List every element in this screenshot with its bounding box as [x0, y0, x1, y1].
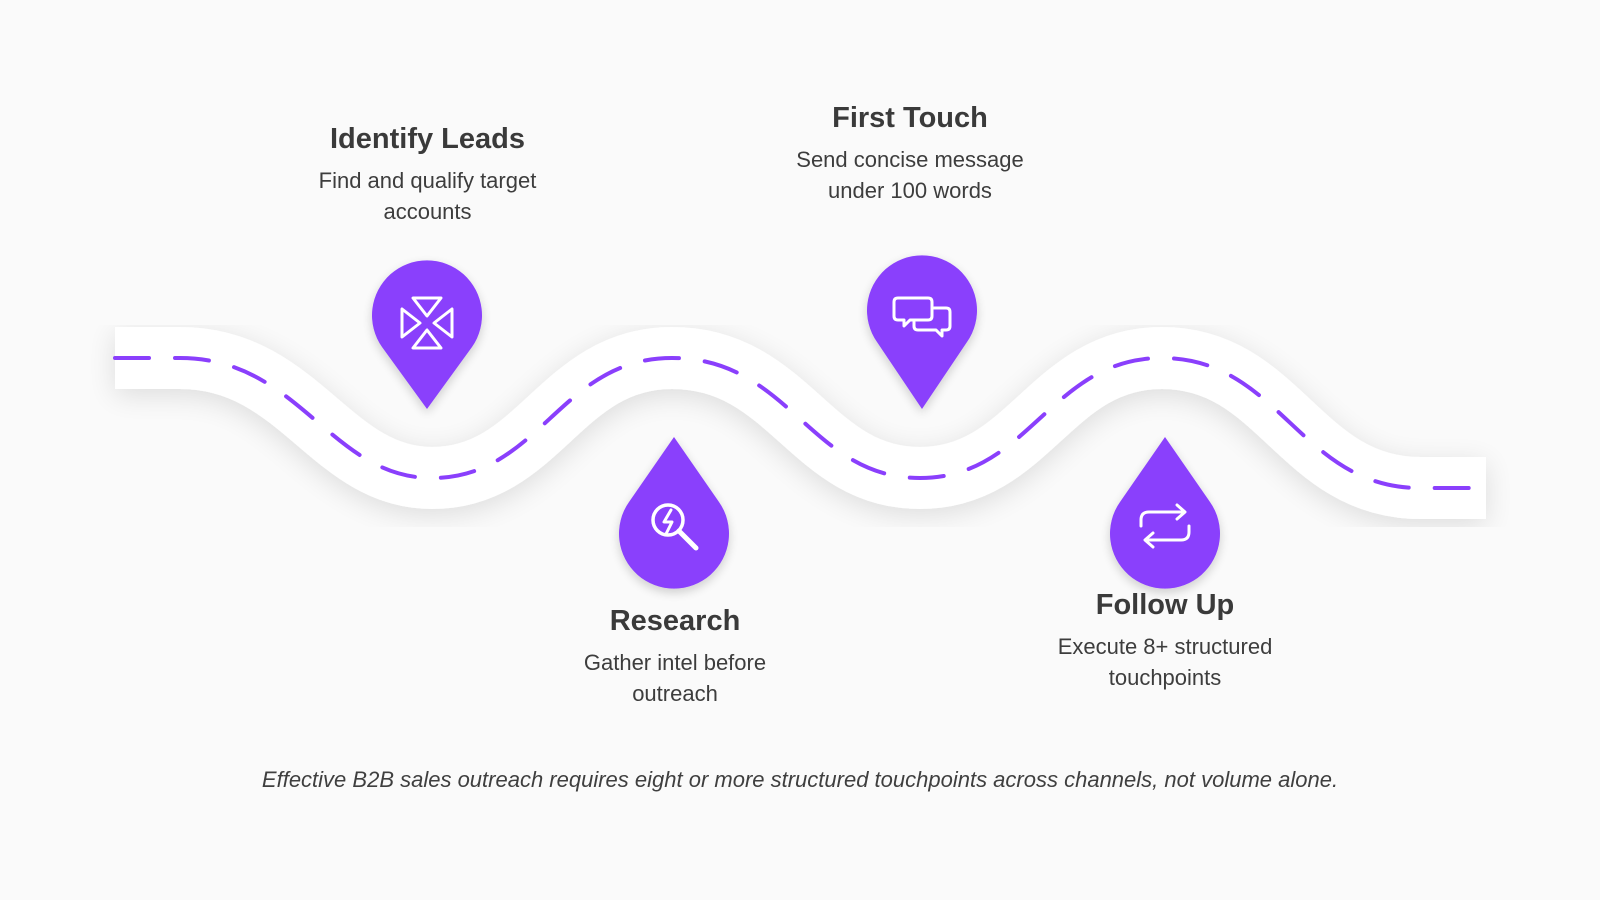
step-description: Send concise message under 100 words	[796, 147, 1024, 203]
step-description: Find and qualify target accounts	[318, 168, 537, 224]
road-band	[115, 326, 1486, 519]
magnify-bolt-icon	[651, 503, 699, 551]
step-title: Identify Leads	[330, 123, 525, 155]
step-follow-up: Follow Up Execute 8+ structured touchpoi…	[1040, 587, 1290, 693]
repeat-arrows-icon	[1139, 503, 1191, 549]
road-center-dashes	[113, 355, 1488, 490]
pin-first-touch	[867, 255, 977, 409]
step-identify-leads: Identify Leads Find and qualify target a…	[300, 121, 555, 227]
step-first-touch: First Touch Send concise message under 1…	[780, 100, 1040, 206]
step-title: Follow Up	[1095, 589, 1235, 621]
footnote: Effective B2B sales outreach requires ei…	[261, 767, 1339, 792]
pin-follow-up	[1110, 437, 1220, 589]
step-research: Research Gather intel before outreach	[540, 603, 810, 709]
pin-identify-leads	[372, 260, 482, 409]
step-description: Gather intel before outreach	[583, 650, 767, 706]
step-title: Research	[609, 605, 741, 637]
step-description: Execute 8+ structured touchpoints	[1057, 634, 1273, 690]
step-title: First Touch	[832, 102, 988, 134]
chat-bubbles-icon	[892, 296, 952, 338]
arrows-converge-icon	[400, 296, 454, 350]
pin-research	[619, 437, 729, 589]
